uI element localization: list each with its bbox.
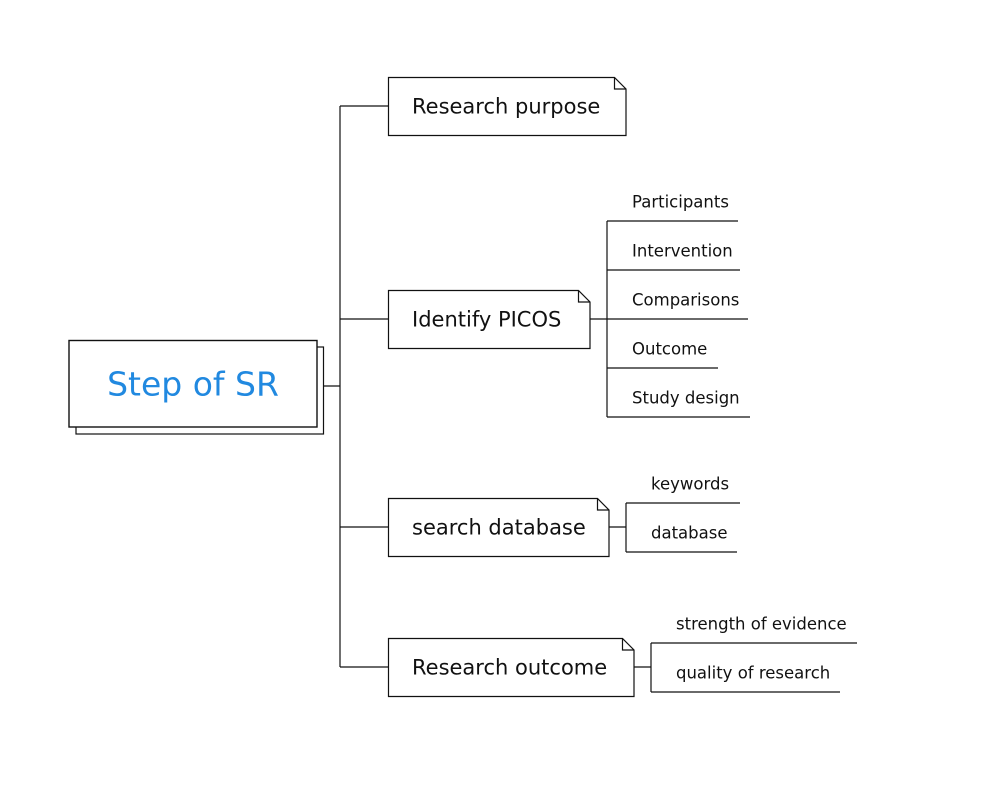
folded-corner [621,638,634,651]
folded-corner [613,77,626,90]
branch-search-database[interactable]: search database [387,497,610,558]
branch-research-purpose[interactable]: Research purpose [387,76,627,137]
leaf-comparisons[interactable]: Comparisons [632,291,739,310]
leaf-database[interactable]: database [651,524,728,543]
branch-label: search database [412,516,586,540]
leaf-keywords[interactable]: keywords [651,475,729,494]
leaf-labels: Participants Intervention Comparisons Ou… [632,193,847,683]
leaf-quality-of-research[interactable]: quality of research [676,664,830,683]
branch-label: Identify PICOS [412,308,561,332]
branch-label: Research purpose [412,95,600,119]
leaf-intervention[interactable]: Intervention [632,242,733,261]
note-box [387,637,635,698]
leaf-strength-of-evidence[interactable]: strength of evidence [676,615,847,634]
root-card [68,339,318,428]
root-label: Step of SR [107,365,279,404]
note-box [387,497,610,558]
leaf-outcome[interactable]: Outcome [632,340,707,359]
leaf-study-design[interactable]: Study design [632,389,740,408]
leaf-participants[interactable]: Participants [632,193,729,212]
note-box [387,76,627,137]
branch-identify-picos[interactable]: Identify PICOS [387,289,591,350]
folded-corner [577,290,590,303]
root-node[interactable]: Step of SR [68,339,325,435]
note-box [387,289,591,350]
folded-corner [596,498,609,511]
branch-research-outcome[interactable]: Research outcome [387,637,635,698]
branch-label: Research outcome [412,656,607,680]
connector-lines [318,105,857,693]
